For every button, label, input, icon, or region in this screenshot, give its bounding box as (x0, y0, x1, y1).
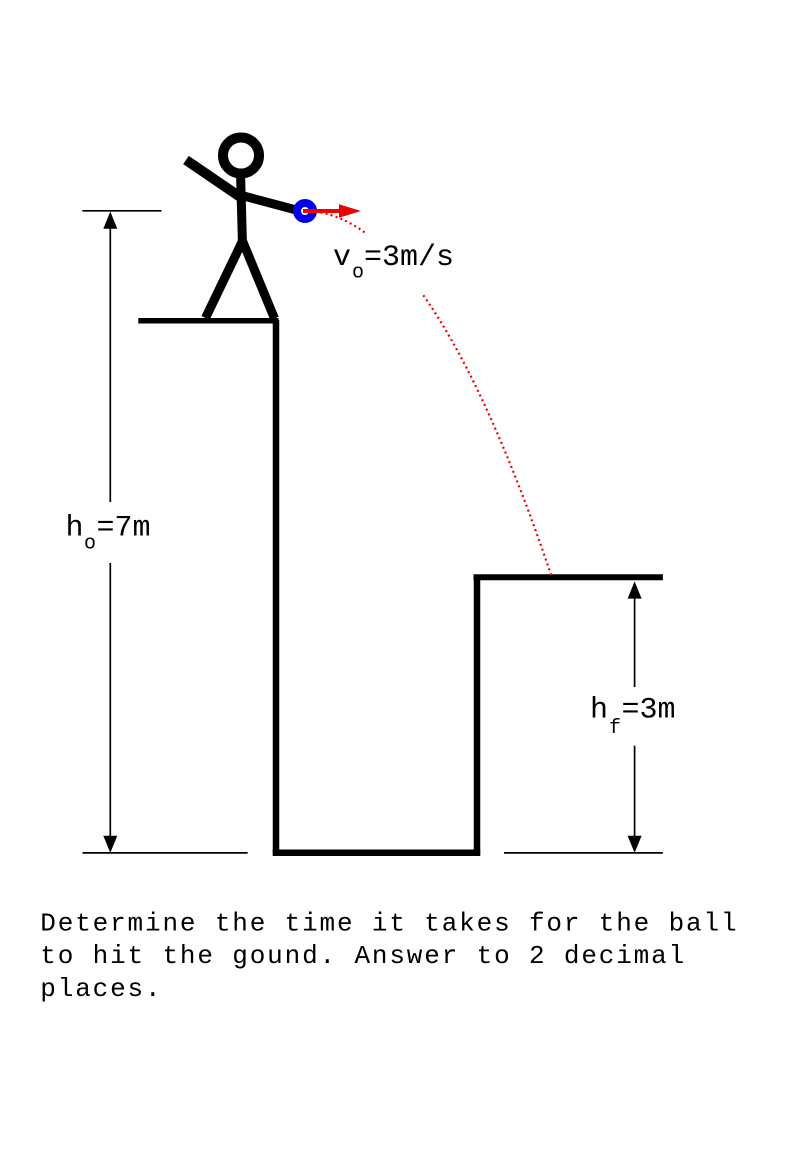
svg-text:h: h (590, 694, 608, 728)
svg-text:o: o (84, 533, 96, 556)
svg-text:o: o (352, 262, 364, 285)
svg-text:v: v (333, 241, 351, 275)
svg-text:h: h (66, 512, 84, 546)
svg-text:=3m: =3m (622, 694, 676, 728)
svg-text:to hit the gound. Answer to 2: to hit the gound. Answer to 2 decimal (40, 941, 686, 971)
svg-text:=3m/s: =3m/s (364, 241, 454, 275)
svg-text:places.: places. (40, 974, 162, 1004)
svg-text:f: f (609, 717, 621, 740)
svg-text:Determine the time it takes fo: Determine the time it takes for the ball (40, 909, 738, 939)
svg-text:=7m: =7m (97, 512, 151, 546)
